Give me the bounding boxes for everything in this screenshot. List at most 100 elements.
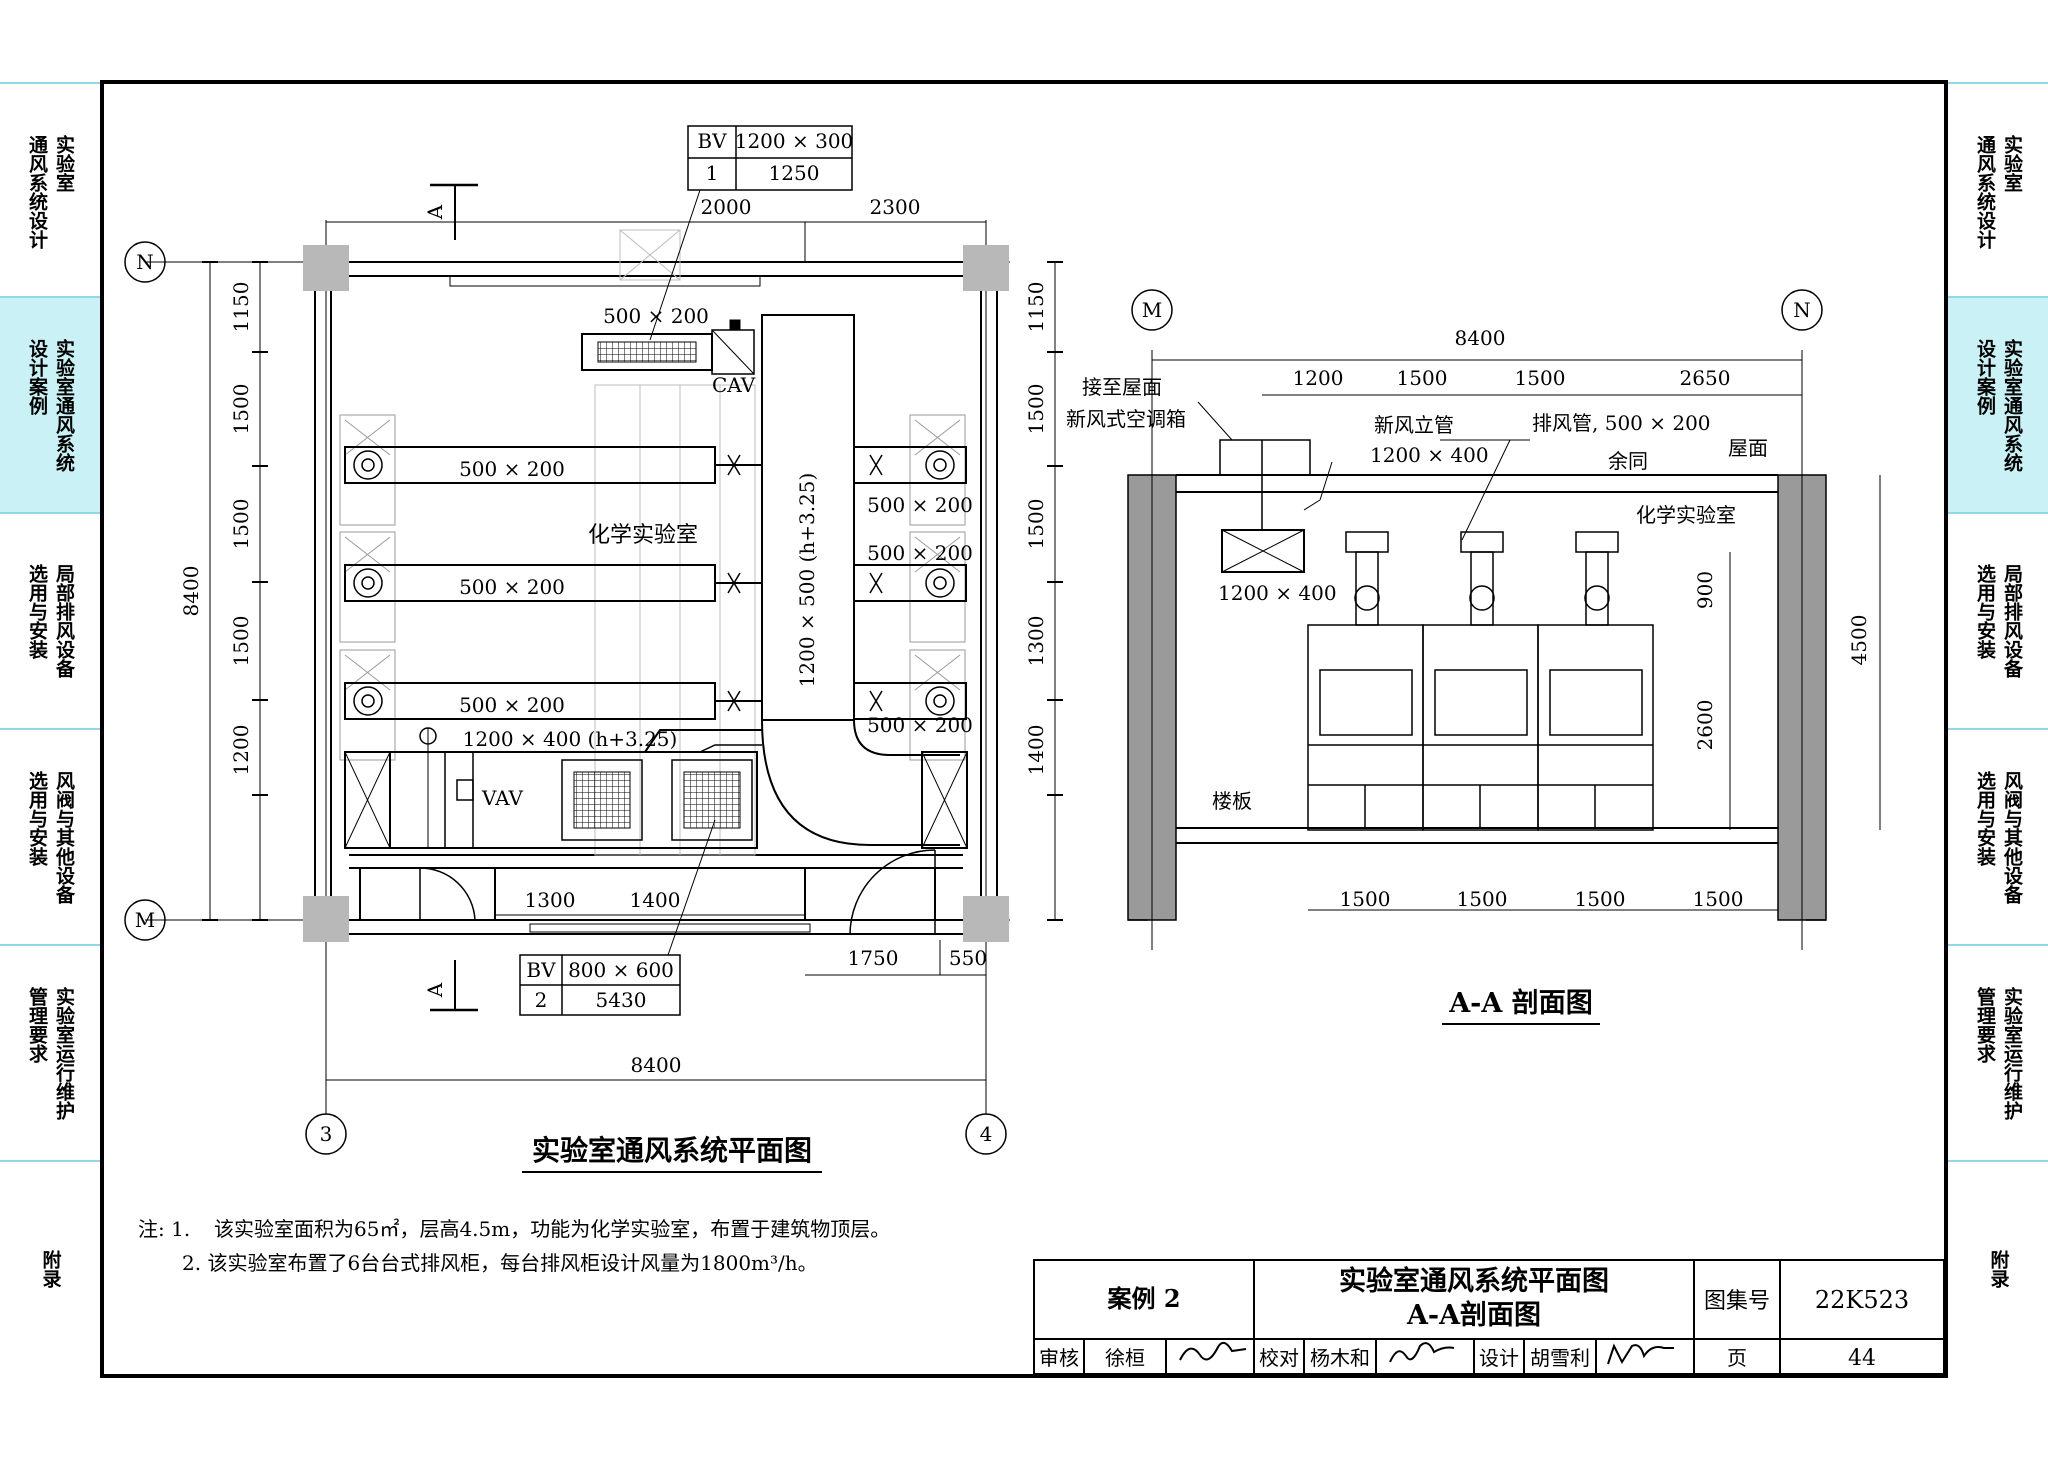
- tab-label: 通风系统设计: [1974, 135, 1996, 249]
- section-label-room: 化学实验室: [1636, 503, 1736, 527]
- section-label-rest: 余同: [1608, 449, 1648, 473]
- tab-label: 风阀与其他设备: [2001, 770, 2023, 904]
- tb-case: 案例 2: [1106, 1284, 1180, 1313]
- tab-divider: [1948, 82, 2048, 84]
- tab-label: 实验室: [53, 135, 75, 192]
- plan-bv-bottom-r1: 2: [535, 988, 548, 1012]
- tb-design: 设计: [1479, 1346, 1519, 1370]
- section-label-floor: 楼板: [1212, 789, 1252, 813]
- drawing-frame: [100, 80, 1948, 1378]
- section-dim-top-3: 1500: [1515, 366, 1566, 390]
- tab-label: 局部排风设备: [2001, 564, 2023, 678]
- tb-atlas-label: 图集号: [1704, 1289, 1770, 1314]
- plan-main-duct-label: 1200 × 500 (h+3.25): [795, 473, 819, 688]
- tb-check: 校对: [1259, 1346, 1299, 1370]
- plan-branch-label-3: 500 × 200: [459, 693, 565, 717]
- tab-label: 设计案例: [1974, 338, 1996, 415]
- tab-label: 管理要求: [1974, 986, 1996, 1063]
- tab-divider: [1948, 944, 2048, 946]
- plan-dim-right-4: 1300: [1024, 616, 1048, 667]
- tb-title-1: 实验室通风系统平面图: [1339, 1265, 1609, 1297]
- plan-grid-n: N: [136, 250, 154, 274]
- section-dim-bottom-3: 1500: [1575, 887, 1626, 911]
- side-tab-dampers-right[interactable]: 风阀与其他设备选用与安装: [1948, 730, 2048, 944]
- section-label-ahu-2: 新风式空调箱: [1066, 407, 1186, 431]
- side-tab-ventilation-design[interactable]: 实验室通风系统设计: [0, 88, 100, 296]
- side-tab-maintenance[interactable]: 实验室运行维护管理要求: [0, 946, 100, 1160]
- side-tab-design-cases[interactable]: 实验室通风系统设计案例: [0, 298, 100, 512]
- section-label-fresh-1: 新风立管: [1374, 413, 1454, 437]
- side-tab-exhaust-equipment[interactable]: 局部排风设备选用与安装: [0, 514, 100, 728]
- side-tab-ventilation-design-right[interactable]: 实验室通风系统设计: [1948, 88, 2048, 296]
- plan-dim-left-4: 1500: [229, 616, 253, 667]
- plan-branch-label-1: 500 × 200: [459, 457, 565, 481]
- side-tab-exhaust-equipment-right[interactable]: 局部排风设备选用与安装: [1948, 514, 2048, 728]
- notes-prefix: 注: 1.: [138, 1217, 190, 1241]
- plan-dim-bottom-4: 550: [949, 946, 987, 970]
- tab-divider: [0, 944, 100, 946]
- plan-bv-bottom-h1: BV: [526, 958, 556, 982]
- plan-dim-right-1: 1150: [1024, 282, 1048, 333]
- plan-branch-label-2: 500 × 200: [459, 575, 565, 599]
- section-label-exhaust: 排风管, 500 × 200: [1532, 411, 1711, 435]
- tab-divider: [1948, 728, 2048, 730]
- side-tab-maintenance-right[interactable]: 实验室运行维护管理要求: [1948, 946, 2048, 1160]
- section-dim-top-4: 2650: [1680, 366, 1731, 390]
- tb-reviewer: 徐桓: [1105, 1346, 1145, 1370]
- plan-right-branch-label-1: 500 × 200: [867, 493, 973, 517]
- plan-right-branch-label-2: 500 × 200: [867, 541, 973, 565]
- side-tab-dampers[interactable]: 风阀与其他设备选用与安装: [0, 730, 100, 944]
- side-tab-appendix[interactable]: 附录: [0, 1162, 100, 1376]
- plan-dim-bottom-1: 1300: [525, 888, 576, 912]
- notes-line-1: 该实验室面积为65㎡，层高4.5m，功能为化学实验室，布置于建筑物顶层。: [214, 1217, 890, 1241]
- tab-label: 实验室运行维护: [2001, 986, 2023, 1120]
- section-grid-m: M: [1142, 298, 1162, 322]
- side-tab-design-cases-right[interactable]: 实验室通风系统设计案例: [1948, 298, 2048, 512]
- section-label-box: 1200 × 400: [1218, 581, 1337, 605]
- plan-bv-top-h2: 1200 × 300: [735, 129, 854, 153]
- plan-bv-top-r1: 1: [706, 161, 719, 185]
- plan-room-name: 化学实验室: [588, 523, 698, 548]
- plan-dim-right-5: 1400: [1024, 725, 1048, 776]
- tab-label: 选用与安装: [1974, 770, 1996, 866]
- tab-label: 附录: [39, 1250, 62, 1288]
- section-dim-right-2: 2600: [1693, 700, 1717, 751]
- tab-divider: [0, 1160, 100, 1162]
- plan-bv-bottom-r2: 5430: [596, 988, 647, 1012]
- section-dim-bottom-2: 1500: [1457, 887, 1508, 911]
- plan-dim-left-2: 1500: [229, 384, 253, 435]
- tab-label: 管理要求: [26, 986, 48, 1063]
- tab-divider: [1948, 1160, 2048, 1162]
- tb-atlas-no: 22K523: [1815, 1286, 1909, 1314]
- plan-bv-top-r2: 1250: [769, 161, 820, 185]
- notes-line-2: 2. 该实验室布置了6台台式排风柜，每台排风柜设计风量为1800m³/h。: [182, 1251, 818, 1275]
- plan-bv-top-h1: BV: [697, 129, 727, 153]
- section-dim-top-1: 1200: [1293, 366, 1344, 390]
- title-block: [1033, 1259, 1945, 1375]
- tab-label: 实验室运行维护: [53, 986, 75, 1120]
- tab-divider: [1948, 512, 2048, 514]
- section-label-roof: 屋面: [1728, 436, 1768, 460]
- side-tab-appendix-right[interactable]: 附录: [1948, 1162, 2048, 1376]
- tb-page-no: 44: [1848, 1346, 1876, 1371]
- plan-grid-4: 4: [980, 1122, 993, 1146]
- plan-cav-label: CAV: [712, 373, 756, 397]
- tab-label: 实验室通风系统: [53, 338, 75, 472]
- plan-supply-grille-label: 500 × 200: [603, 304, 709, 328]
- plan-grid-3: 3: [320, 1122, 333, 1146]
- tab-label: 选用与安装: [1974, 564, 1996, 659]
- section-label-ahu-1: 接至屋面: [1082, 375, 1162, 399]
- tb-page-label: 页: [1727, 1346, 1747, 1370]
- plan-right-branch-label-3: 500 × 200: [867, 713, 973, 737]
- plan-dim-bottom-2: 1400: [630, 888, 681, 912]
- plan-dim-right-3: 1500: [1024, 499, 1048, 550]
- tab-label: 局部排风设备: [53, 564, 75, 678]
- tb-review: 审核: [1039, 1346, 1079, 1370]
- section-label-fresh-2: 1200 × 400: [1370, 443, 1489, 467]
- tab-divider: [0, 728, 100, 730]
- section-dim-bottom-4: 1500: [1693, 887, 1744, 911]
- plan-view: [124, 125, 1063, 1173]
- section-grid-n: N: [1793, 298, 1811, 322]
- plan-vav-label: VAV: [481, 786, 524, 810]
- tb-title-2: A-A剖面图: [1406, 1299, 1541, 1331]
